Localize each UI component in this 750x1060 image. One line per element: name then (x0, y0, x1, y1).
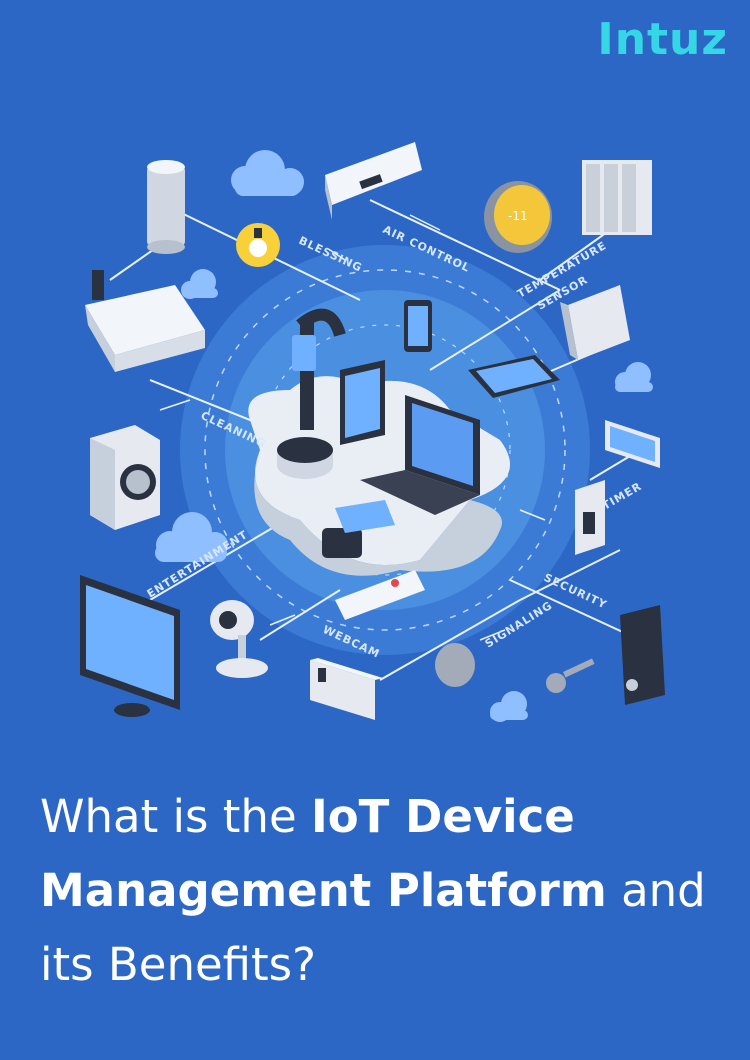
thermostat-icon: -11 (484, 181, 552, 253)
title-line-2: Management Platform and (40, 864, 706, 917)
webcam-icon (210, 600, 268, 678)
title-line-1: What is the IoT Device (40, 790, 575, 843)
wall-switch-icon (575, 480, 605, 555)
cloud-decorations (155, 150, 653, 722)
laptop-icon (360, 395, 480, 515)
router-icon (310, 658, 383, 720)
faucet-icon (292, 308, 346, 430)
cloud-icon (181, 269, 218, 299)
label-timer: TIMER (600, 480, 644, 513)
timer-display-icon (605, 420, 660, 468)
smart-bin-icon (147, 160, 185, 254)
cloud-icon (615, 362, 653, 392)
smart-lock-icon (620, 605, 665, 705)
washing-machine-icon (90, 425, 160, 530)
smart-speaker-icon (277, 437, 333, 479)
cloud-icon (231, 150, 304, 196)
cloud-icon (155, 512, 228, 562)
signal-disc-icon (435, 643, 475, 687)
iot-network-illustration: -11 (80, 142, 665, 722)
tablet-landscape-icon (468, 355, 560, 398)
smartwatch-icon (322, 500, 395, 558)
light-bulb-icon (236, 223, 280, 267)
page-title: What is the IoT Device Management Platfo… (40, 780, 730, 1002)
radiator-icon (582, 160, 652, 235)
monitor-icon (80, 575, 180, 717)
brand-logo: Intuz (597, 14, 728, 65)
title-line-3: its Benefits? (40, 938, 316, 991)
cloud-icon (490, 691, 528, 722)
bathtub-icon (85, 270, 205, 372)
phone-icon (404, 300, 432, 352)
remote-control-icon (335, 570, 425, 620)
air-conditioner-icon (325, 142, 422, 220)
key-icon (546, 658, 595, 693)
temperature-sensor-icon (560, 285, 630, 360)
svg-text:-11: -11 (508, 209, 528, 223)
tablet-icon (340, 360, 385, 445)
